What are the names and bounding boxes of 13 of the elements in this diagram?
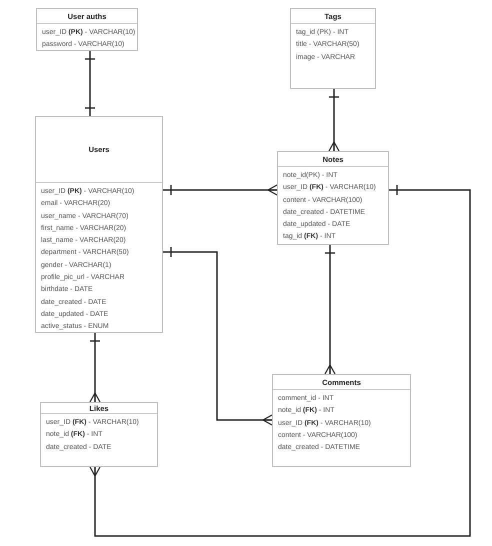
relationship-line bbox=[324, 245, 336, 375]
entity-table bbox=[36, 8, 138, 51]
relationship-line bbox=[89, 333, 101, 403]
entity-table bbox=[290, 8, 376, 89]
relationship-line bbox=[89, 184, 471, 537]
entity-table bbox=[272, 374, 411, 467]
relationship-line bbox=[328, 89, 340, 152]
relationship-line bbox=[84, 51, 96, 116]
entity-table bbox=[35, 116, 163, 333]
entity-table bbox=[40, 402, 158, 467]
relationship-line bbox=[163, 246, 273, 426]
relationship-line bbox=[163, 184, 278, 196]
entity-table bbox=[277, 151, 389, 245]
